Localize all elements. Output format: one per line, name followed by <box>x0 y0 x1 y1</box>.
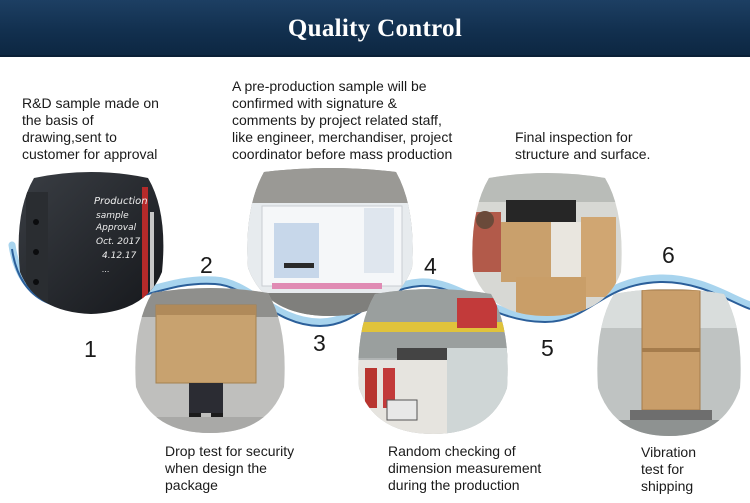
caption-line: test for <box>641 461 684 477</box>
step-5-number: 5 <box>541 335 554 361</box>
step-5-photo <box>471 172 623 317</box>
caption-line: A pre-production sample will be <box>232 78 427 94</box>
step-2-number: 2 <box>200 252 213 278</box>
caption-line: coordinator before mass production <box>232 146 453 162</box>
caption-line: comments by project related staff, <box>232 112 442 128</box>
step-2-photo <box>134 287 286 433</box>
caption-line: structure and surface. <box>515 146 651 162</box>
step-3-caption: A pre-production sample will be confirme… <box>232 78 492 163</box>
caption-line: Drop test for security <box>165 443 295 459</box>
step-6-photo <box>596 288 742 436</box>
step-4-number: 4 <box>424 253 437 279</box>
caption-line: customer for approval <box>22 146 158 162</box>
page-title: Quality Control <box>287 15 463 42</box>
caption-line: confirmed with signature & <box>232 95 397 111</box>
step-4-caption: Random checking of dimension measurement… <box>388 443 568 494</box>
step-6-caption: Vibration test for shipping <box>641 444 741 495</box>
handwriting-text: sample <box>96 211 129 221</box>
caption-line: dimension measurement <box>388 460 542 476</box>
caption-line: shipping <box>641 478 694 494</box>
caption-line: Random checking of <box>388 443 516 459</box>
step-1-photo: Production sample Approval Oct. 2017 4.1… <box>16 172 166 315</box>
step-3-photo <box>244 168 416 318</box>
caption-line: Final inspection for <box>515 129 633 145</box>
caption-line: Vibration <box>641 444 697 460</box>
step-5-caption: Final inspection for structure and surfa… <box>515 129 715 163</box>
step-1-number: 1 <box>84 336 97 362</box>
caption-line: when design the <box>165 460 267 476</box>
caption-line: drawing,sent to <box>22 129 117 145</box>
step-2-caption: Drop test for security when design the p… <box>165 443 345 494</box>
step-6-number: 6 <box>662 242 675 268</box>
handwriting-text: Production <box>94 196 148 207</box>
header-banner: Quality Control <box>0 0 750 57</box>
step-3-number: 3 <box>313 330 326 356</box>
caption-line: package <box>165 477 218 493</box>
handwriting-text: Approval <box>95 223 137 233</box>
caption-line: like engineer, merchandiser, project <box>232 129 453 145</box>
step-4-photo <box>357 288 509 434</box>
handwriting-text: Oct. 2017 <box>96 237 140 247</box>
handwriting-text: 4.12.17 <box>102 251 137 261</box>
caption-line: the basis of <box>22 112 94 128</box>
step-1-caption: R&D sample made on the basis of drawing,… <box>22 95 212 163</box>
handwriting-text: ... <box>102 265 110 274</box>
caption-line: during the production <box>388 477 520 493</box>
caption-line: R&D sample made on <box>22 95 159 111</box>
